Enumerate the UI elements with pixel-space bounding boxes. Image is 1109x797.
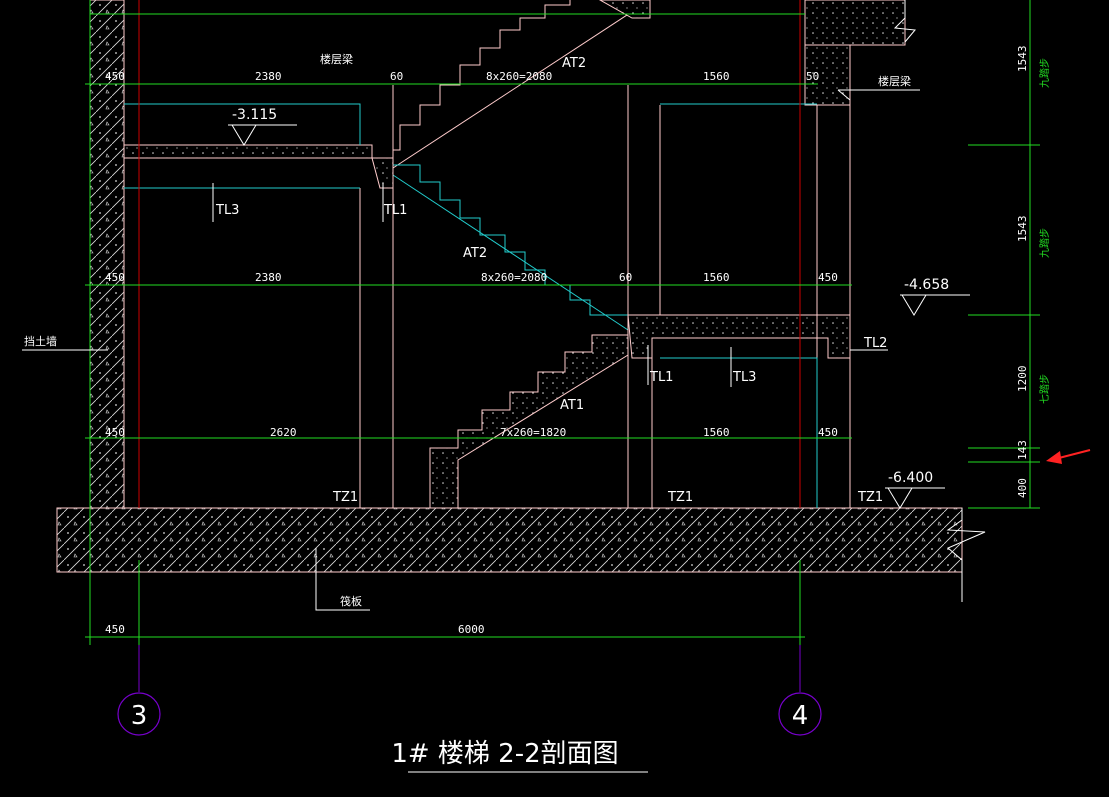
elevation-marker-1: -3.115 [228,107,297,146]
dim-bottom-0: 450 [105,623,125,636]
dims-row-2: 450 2380 8x260=2080 60 1560 450 [105,271,838,284]
beam-labels: TL3 TL1 TL1 TL3 TL2 [212,183,888,387]
beam-label-tl3-right: TL3 [732,370,756,385]
dim-bottom-1: 6000 [458,623,485,636]
axis-bubble-4[interactable]: 4 [778,645,822,736]
column-label-tz1-mid: TZ1 [667,490,693,505]
column-labels: TZ1 TZ1 TZ1 [332,490,883,505]
landing-slab-upper [123,144,394,189]
stair-spec-row1: 8x260=2080 [486,70,552,83]
stair-label-at2-upper: AT2 [562,56,586,71]
dims-row-1: 450 2380 60 8x260=2080 1560 50 [105,70,819,83]
vdim-4: 400 [1016,478,1029,498]
vdim-3: 143 [1016,440,1029,460]
label-floor-beam-2-text: 楼层梁 [878,74,911,88]
label-raft-text: 筏板 [340,594,362,608]
drawing-title: 1# 楼梯 2-2剖面图 [391,739,648,773]
elevation-value-2: -4.658 [904,277,949,293]
dim-row3-3: 450 [818,426,838,439]
dim-row3-0: 450 [105,426,125,439]
raft-foundation [56,507,986,602]
stair-label-at1: AT1 [560,398,584,413]
step-note-1: 九踏步 [1038,228,1051,258]
top-right-slab [804,0,916,106]
dim-row2-0: 450 [105,271,125,284]
beam-label-tl1-lower: TL1 [649,370,673,385]
stair-label-at2-middle: AT2 [463,246,487,261]
column-label-tz1-left: TZ1 [332,490,358,505]
elevation-value-3: -6.400 [888,470,933,486]
beam-label-tl1-upper: TL1 [383,203,407,218]
label-retaining-wall: 挡土墙 [22,334,108,351]
vdim-1: 1543 [1016,216,1029,243]
dimension-lines [85,0,1040,645]
retaining-wall [89,0,125,509]
stair-flight-at1 [429,334,629,509]
drawing-title-text: 1# 楼梯 2-2剖面图 [391,739,618,769]
elevation-marker-2: -4.658 [900,277,970,316]
red-arrow-annotation [1046,449,1091,464]
column-label-tz1-right: TZ1 [857,490,883,505]
dims-bottom: 450 6000 [105,623,485,636]
vdim-0: 1543 [1016,46,1029,73]
stair-flight-at2-middle [392,164,629,331]
stair-spec-row3: 7x260=1820 [500,426,566,439]
step-note-2: 七踏步 [1038,374,1051,404]
stair-spec-row2: 8x260=2080 [481,271,547,284]
dim-row2-3: 1560 [703,271,730,284]
dim-row1-1: 2380 [255,70,282,83]
axis-label-3: 3 [131,701,148,731]
dims-row-3: 450 2620 7x260=1820 1560 450 [105,426,838,439]
dim-row3-1: 2620 [270,426,297,439]
label-raft: 筏板 [315,548,370,611]
vdim-2: 1200 [1016,366,1029,393]
axis-label-4: 4 [792,701,809,731]
label-floor-beam-1: 楼层梁 [320,52,353,66]
dim-row1-2: 60 [390,70,403,83]
dim-row1-4: 50 [806,70,819,83]
label-floor-beam-2: 楼层梁 [837,74,920,101]
beam-outlines [124,103,818,508]
columns [359,85,851,508]
dim-row3-2: 1560 [703,426,730,439]
stair-labels: AT2 AT2 AT1 [463,56,586,413]
dim-row2-4: 450 [818,271,838,284]
dims-vertical: 1543 九踏步 1543 九踏步 1200 七踏步 143 400 [1016,46,1051,499]
dim-row1-3: 1560 [703,70,730,83]
axis-lines [138,0,801,508]
step-note-0: 九踏步 [1038,58,1051,88]
beam-label-tl2: TL2 [863,336,887,351]
label-floor-beam-1-text: 楼层梁 [320,52,353,66]
beam-label-tl3-left: TL3 [215,203,239,218]
label-retaining-wall-text: 挡土墙 [24,334,57,348]
axis-bubble-3[interactable]: 3 [117,645,161,736]
dim-row2-2: 60 [619,271,632,284]
dim-row2-1: 2380 [255,271,282,284]
elevation-value-1: -3.115 [232,107,277,123]
dim-row1-0: 450 [105,70,125,83]
elevation-marker-3: -6.400 [885,470,945,509]
